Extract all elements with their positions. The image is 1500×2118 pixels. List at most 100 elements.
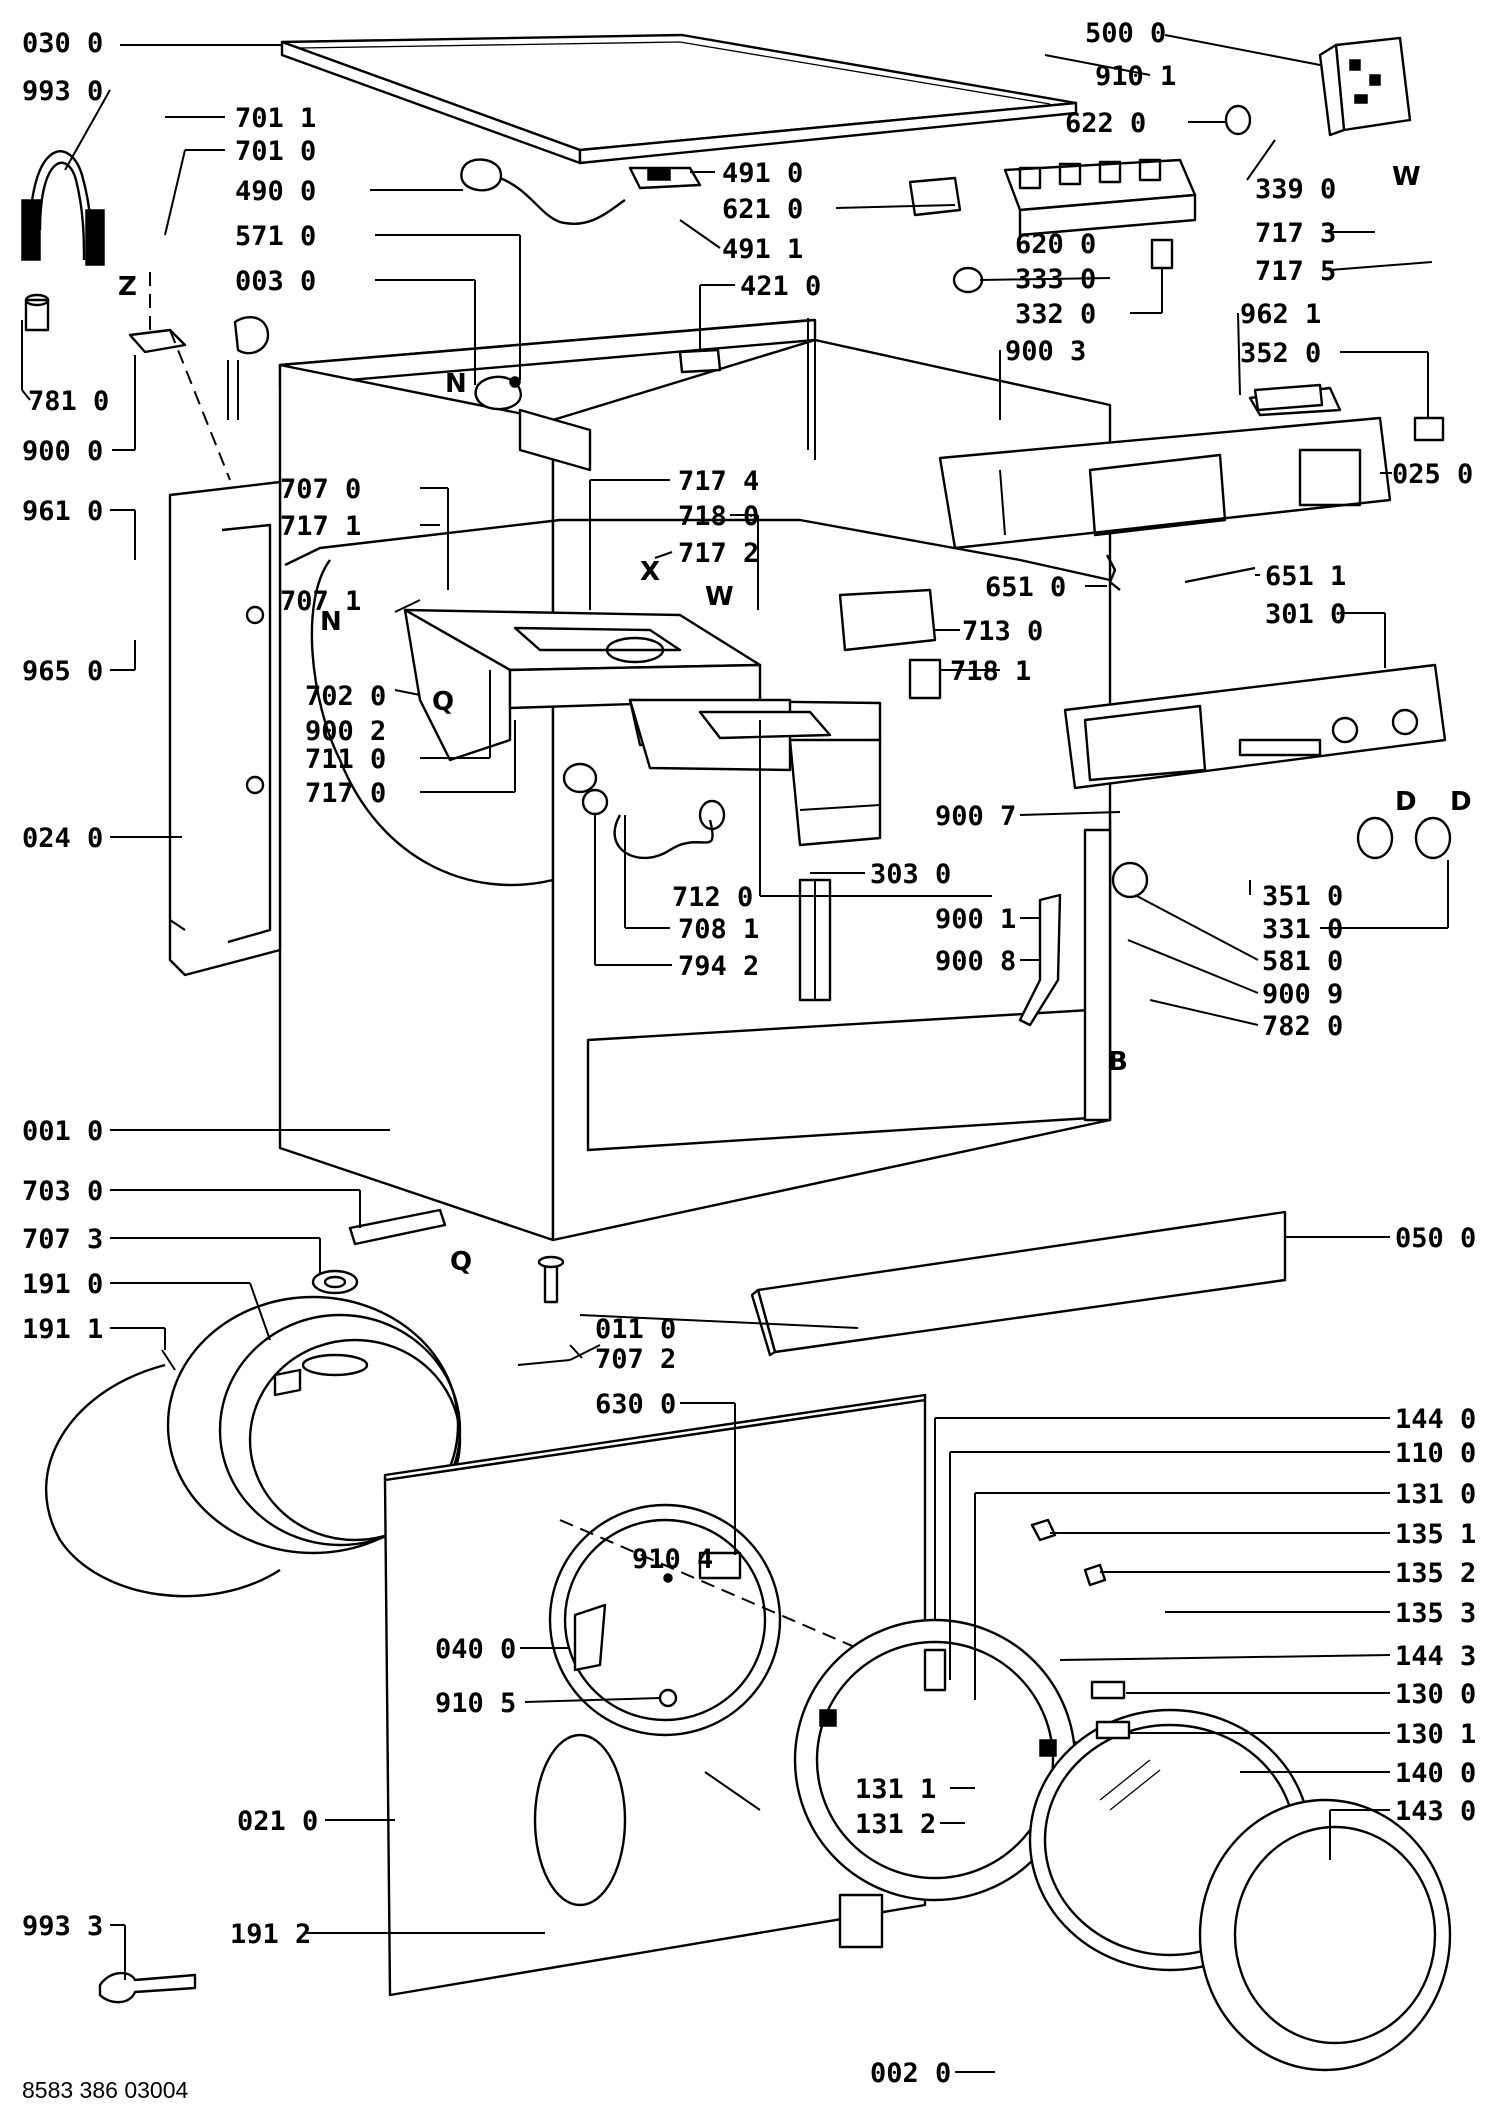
label-707-0: 707 0 bbox=[280, 474, 361, 505]
label-717-4: 717 4 bbox=[678, 466, 759, 497]
label-491-0: 491 0 bbox=[722, 158, 803, 189]
label-002-0: 002 0 bbox=[870, 2058, 951, 2089]
label-024-0: 024 0 bbox=[22, 823, 103, 854]
letter-w-2: W bbox=[1392, 162, 1421, 192]
selector-part bbox=[1413, 416, 1445, 442]
label-351-0: 351 0 bbox=[1262, 881, 1343, 912]
label-630-0: 630 0 bbox=[595, 1389, 676, 1420]
label-050-0: 050 0 bbox=[1395, 1223, 1476, 1254]
label-143-0: 143 0 bbox=[1395, 1796, 1476, 1827]
pressure-switch-part bbox=[1111, 861, 1149, 899]
label-332-0: 332 0 bbox=[1015, 299, 1096, 330]
label-962-1: 962 1 bbox=[1240, 299, 1321, 330]
letter-w: W bbox=[705, 582, 734, 612]
leader-lines bbox=[21, 34, 1449, 2073]
label-900-1: 900 1 bbox=[935, 904, 1016, 935]
sensor-part bbox=[1224, 104, 1252, 136]
label-025-0: 025 0 bbox=[1392, 459, 1473, 490]
parts-illustration bbox=[21, 33, 1452, 2072]
label-900-3: 900 3 bbox=[1005, 336, 1086, 367]
front-control-panel-part bbox=[1063, 663, 1447, 790]
handle-part bbox=[1030, 1518, 1131, 1740]
label-144-0: 144 0 bbox=[1395, 1404, 1476, 1435]
lamp-part bbox=[952, 266, 984, 294]
label-131-1: 131 1 bbox=[855, 1774, 936, 1805]
side-panel-part bbox=[168, 480, 282, 977]
label-703-0: 703 0 bbox=[22, 1176, 103, 1207]
label-910-5: 910 5 bbox=[435, 1688, 516, 1719]
label-910-4: 910 4 bbox=[632, 1544, 713, 1575]
label-621-0: 621 0 bbox=[722, 194, 803, 225]
label-620-0: 620 0 bbox=[1015, 229, 1096, 260]
letter-b: B bbox=[1108, 1047, 1128, 1077]
label-707-1: 707 1 bbox=[280, 586, 361, 617]
tube-part bbox=[348, 1208, 447, 1246]
label-135-3: 135 3 bbox=[1395, 1598, 1476, 1629]
switch-part bbox=[908, 176, 962, 217]
letter-n-2: N bbox=[320, 607, 342, 637]
label-717-5: 717 5 bbox=[1255, 256, 1336, 287]
plinth-part bbox=[750, 1210, 1287, 1357]
letter-d-2: D bbox=[1450, 787, 1472, 817]
label-900-9: 900 9 bbox=[1262, 979, 1343, 1010]
label-781-0: 781 0 bbox=[28, 386, 109, 417]
label-140-0: 140 0 bbox=[1395, 1758, 1476, 1789]
label-651-1: 651 1 bbox=[1265, 561, 1346, 592]
label-717-1: 717 1 bbox=[280, 511, 361, 542]
label-782-0: 782 0 bbox=[1262, 1011, 1343, 1042]
label-135-1: 135 1 bbox=[1395, 1519, 1476, 1550]
label-110-0: 110 0 bbox=[1395, 1438, 1476, 1469]
knob-part bbox=[1356, 816, 1452, 860]
electronic-module-part bbox=[1318, 36, 1412, 137]
letter-q-2: Q bbox=[450, 1247, 472, 1277]
label-421-0: 421 0 bbox=[740, 271, 821, 302]
label-490-0: 490 0 bbox=[235, 176, 316, 207]
label-711-0: 711 0 bbox=[305, 744, 386, 775]
door-hinge-part bbox=[573, 1603, 607, 1672]
clamp-ring-part bbox=[44, 1363, 281, 1598]
label-144-3: 144 3 bbox=[1395, 1641, 1476, 1672]
label-622-0: 622 0 bbox=[1065, 108, 1146, 139]
label-993-3: 993 3 bbox=[22, 1911, 103, 1942]
label-707-2: 707 2 bbox=[595, 1344, 676, 1375]
spanner-tool-part bbox=[98, 1971, 197, 2004]
door-frame-part bbox=[793, 1618, 1077, 1902]
label-717-2: 717 2 bbox=[678, 538, 759, 569]
label-708-1: 708 1 bbox=[678, 914, 759, 945]
label-794-2: 794 2 bbox=[678, 951, 759, 982]
label-131-0: 131 0 bbox=[1395, 1479, 1476, 1510]
label-717-3: 717 3 bbox=[1255, 218, 1336, 249]
label-702-0: 702 0 bbox=[305, 681, 386, 712]
label-581-0: 581 0 bbox=[1262, 946, 1343, 977]
label-717-0: 717 0 bbox=[305, 778, 386, 809]
door-ring-part bbox=[1198, 1798, 1452, 2072]
letter-q: Q bbox=[432, 687, 454, 717]
label-713-0: 713 0 bbox=[962, 616, 1043, 647]
label-900-8: 900 8 bbox=[935, 946, 1016, 977]
label-011-0: 011 0 bbox=[595, 1314, 676, 1345]
label-191-0: 191 0 bbox=[22, 1269, 103, 1300]
label-701-1: 701 1 bbox=[235, 103, 316, 134]
label-571-0: 571 0 bbox=[235, 221, 316, 252]
label-191-1: 191 1 bbox=[22, 1314, 103, 1345]
spring-part bbox=[161, 1349, 761, 1811]
label-001-0: 001 0 bbox=[22, 1116, 103, 1147]
label-003-0: 003 0 bbox=[235, 266, 316, 297]
label-303-0: 303 0 bbox=[870, 859, 951, 890]
label-491-1: 491 1 bbox=[722, 234, 803, 265]
label-135-2: 135 2 bbox=[1395, 1558, 1476, 1589]
top-cover-part bbox=[280, 33, 1078, 165]
label-910-1: 910 1 bbox=[1095, 61, 1176, 92]
label-191-2: 191 2 bbox=[230, 1919, 311, 1950]
label-900-7: 900 7 bbox=[935, 801, 1016, 832]
pressure-hose-part bbox=[474, 375, 522, 411]
label-352-0: 352 0 bbox=[1240, 338, 1321, 369]
thermostat-part bbox=[1150, 238, 1174, 270]
letter-z: Z bbox=[118, 272, 137, 302]
label-030-0: 030 0 bbox=[22, 28, 103, 59]
label-718-0: 718 0 bbox=[678, 501, 759, 532]
water-inlet-part bbox=[227, 316, 270, 420]
switch-block-part bbox=[1003, 158, 1197, 237]
letter-n: N bbox=[445, 369, 467, 399]
foot-part bbox=[537, 1255, 565, 1304]
